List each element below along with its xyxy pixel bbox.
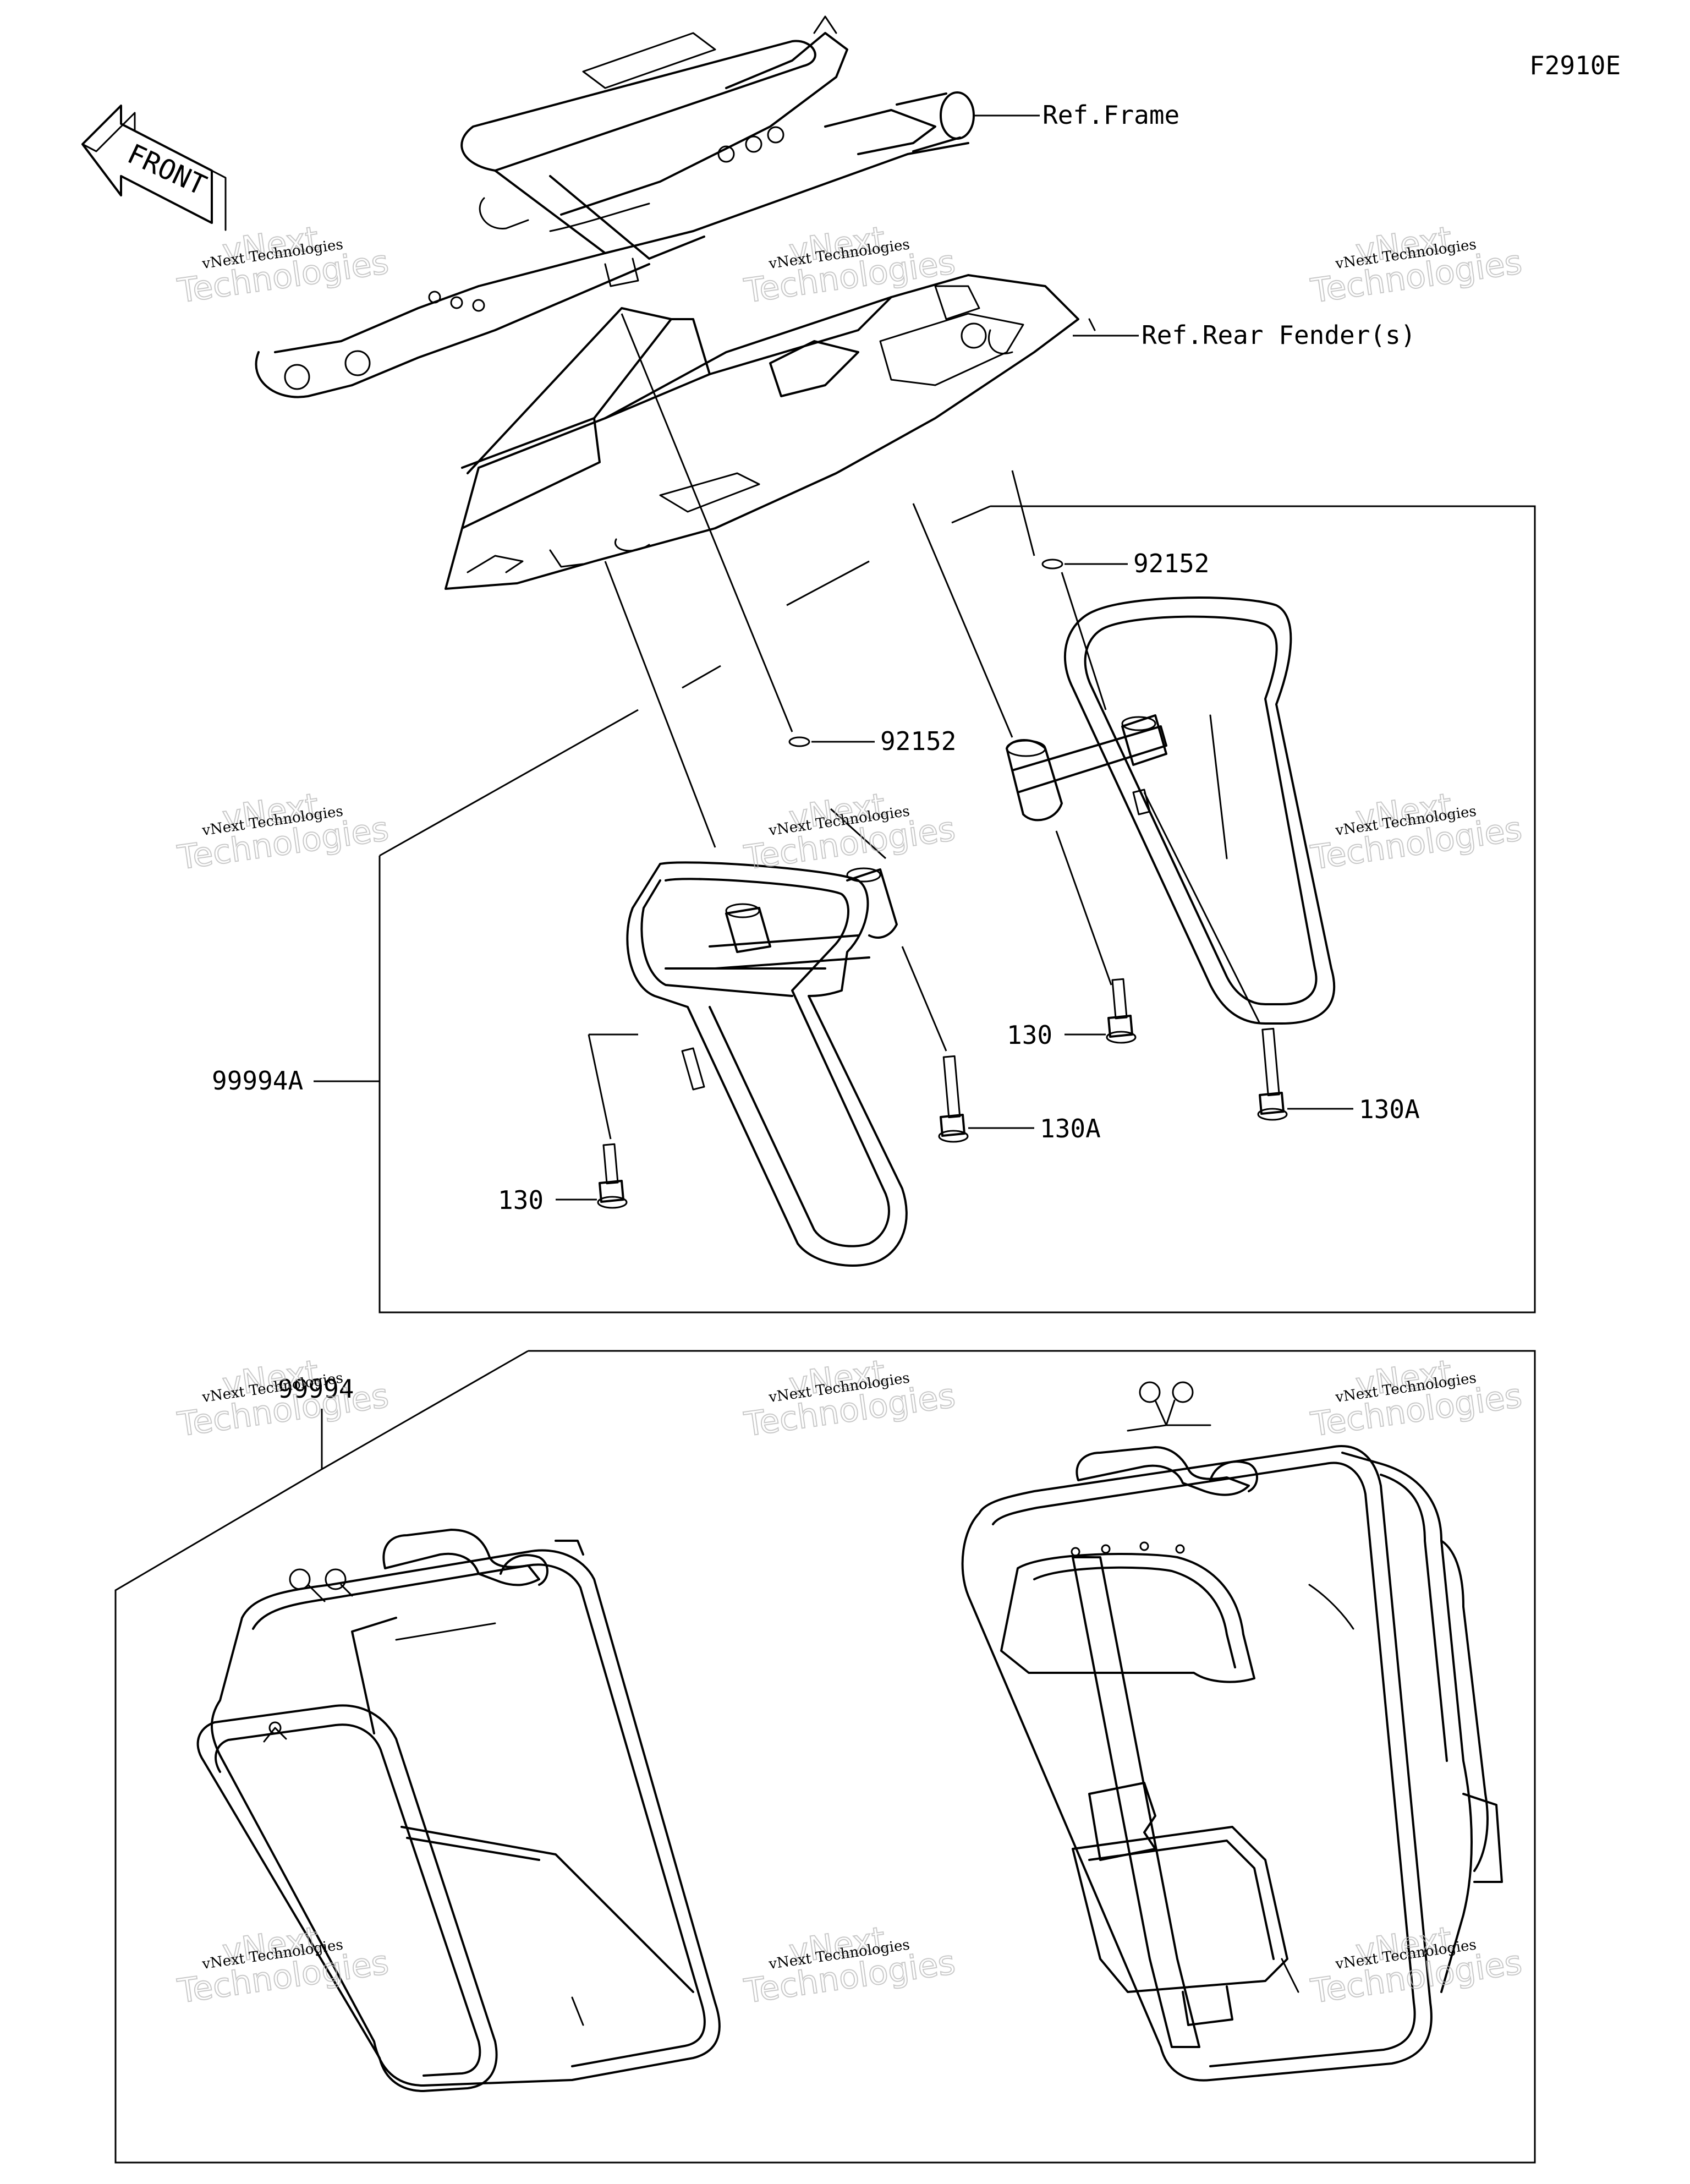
bolt-130-right	[1106, 978, 1137, 1044]
watermark-3: Technologies vNext vNext Technologies	[1308, 219, 1524, 311]
label-92152-right: 92152	[1133, 549, 1209, 578]
watermark-9: Technologies vNext vNext Technologies	[1308, 1353, 1524, 1445]
label-99994: 99994	[278, 1374, 354, 1404]
bolt-130a-right	[1257, 1027, 1288, 1121]
right-pannier-drawing	[961, 1381, 1503, 2082]
bolt-130a-center	[938, 1055, 969, 1143]
bracket-set-box	[378, 505, 1536, 1313]
label-130-right: 130	[1007, 1020, 1052, 1050]
watermark-12: Technologies vNext vNext Technologies	[1308, 1919, 1524, 2012]
left-bracket-drawing	[626, 861, 908, 1267]
frame-drawing	[255, 15, 975, 398]
label-130-left: 130	[498, 1185, 544, 1215]
label-99994a: 99994A	[212, 1066, 303, 1096]
washer-92152-right	[1041, 559, 1063, 570]
label-130a-right: 130A	[1359, 1094, 1420, 1124]
watermark-11: Technologies vNext vNext Technologies	[741, 1919, 958, 2012]
ref-rear-fender-label: Ref.Rear Fender(s)	[1142, 320, 1416, 350]
diagram-code: F2910E	[1529, 51, 1621, 80]
pannier-set-box	[114, 1350, 1536, 2164]
front-arrow-icon: FRONT	[81, 105, 227, 231]
watermark-5: Technologies vNext vNext Technologies	[741, 786, 958, 878]
washer-92152-center	[788, 736, 810, 747]
bolt-130-left	[597, 1143, 628, 1209]
watermark-7: Technologies vNext vNext Technologies	[174, 1353, 391, 1445]
label-130a-center: 130A	[1040, 1114, 1101, 1143]
right-bracket-drawing	[1006, 596, 1335, 1025]
watermark-1: Technologies vNext vNext Technologies	[174, 219, 391, 311]
watermark-2: Technologies vNext vNext Technologies	[741, 219, 958, 311]
left-pannier-drawing	[196, 1529, 721, 2092]
ref-frame-label: Ref.Frame	[1042, 100, 1179, 130]
rear-fender-drawing	[445, 274, 1096, 590]
watermark-8: Technologies vNext vNext Technologies	[741, 1353, 958, 1445]
watermark-10: Technologies vNext vNext Technologies	[174, 1919, 391, 2012]
watermark-6: Technologies vNext vNext Technologies	[1308, 786, 1524, 878]
watermark-4: Technologies vNext vNext Technologies	[174, 786, 391, 878]
label-92152-center: 92152	[880, 726, 956, 756]
